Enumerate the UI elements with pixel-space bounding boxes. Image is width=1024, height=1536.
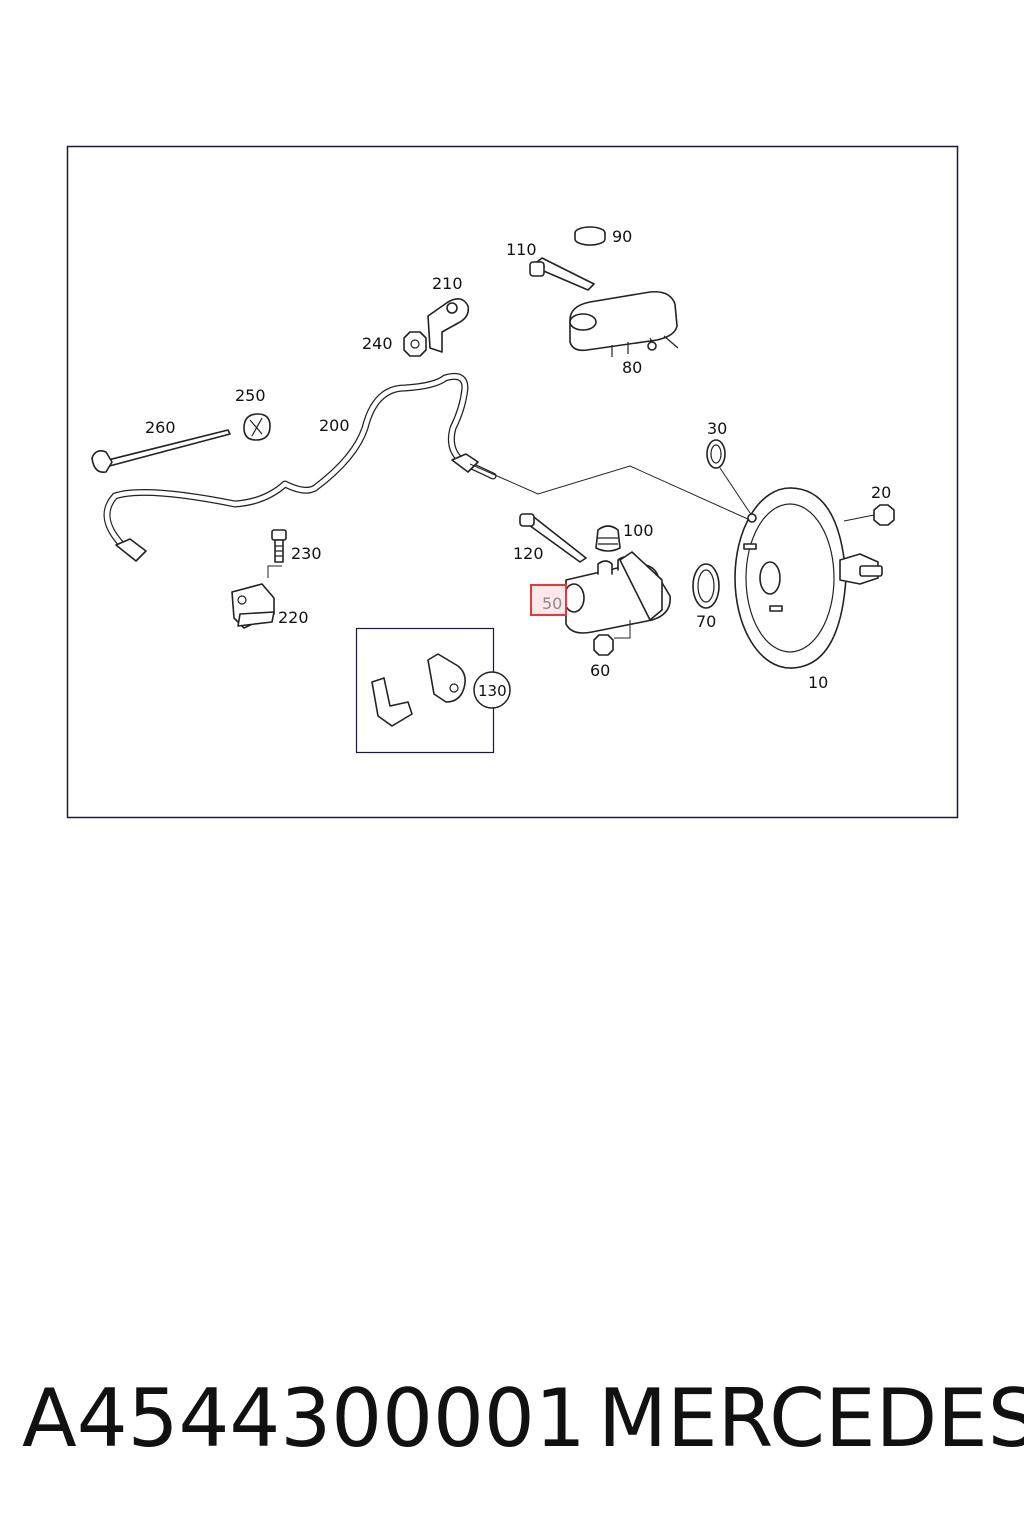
brake-fluid-reservoir (569, 290, 679, 357)
brake-line (103, 372, 497, 562)
callout-120: 120 (513, 544, 544, 563)
part-number: A4544300001 (22, 1372, 586, 1465)
diagram-frame (66, 145, 959, 819)
callout-10: 10 (808, 673, 828, 692)
highlight-box (530, 584, 567, 616)
callout-60: 60 (590, 661, 610, 680)
parts-diagram: 90 110 210 240 80 250 260 200 30 20 100 … (66, 145, 959, 819)
callout-250: 250 (235, 386, 266, 405)
grommet (595, 525, 621, 552)
callout-100: 100 (623, 521, 654, 540)
mount-bracket (231, 565, 282, 629)
pressure-sensor-pin (519, 513, 587, 563)
callout-30: 30 (707, 419, 727, 438)
master-cylinder (563, 551, 671, 639)
line-clip (243, 413, 271, 441)
level-sensor (529, 257, 595, 291)
hex-nut-20 (843, 504, 895, 526)
callout-20: 20 (871, 483, 891, 502)
o-ring (692, 563, 720, 609)
callout-70: 70 (696, 612, 716, 631)
callout-50: 50 (542, 594, 562, 613)
booster-seal (706, 439, 753, 517)
line-bracket (427, 298, 470, 353)
cable-tie (91, 429, 231, 474)
callout-80: 80 (622, 358, 642, 377)
hex-nut-240 (403, 331, 427, 357)
reservoir-cap (574, 226, 606, 246)
bolt-230 (271, 529, 287, 563)
brake-booster (734, 487, 883, 669)
callout-240: 240 (362, 334, 393, 353)
callout-230: 230 (291, 544, 322, 563)
caption: A4544300001 MERCEDES (0, 1372, 1024, 1472)
bracket-inset (355, 627, 511, 754)
hex-nut-60 (593, 634, 614, 656)
callout-200: 200 (319, 416, 350, 435)
callout-130: 130 (478, 682, 507, 700)
callout-110: 110 (506, 240, 537, 259)
callout-90: 90 (612, 227, 632, 246)
callout-220: 220 (278, 608, 309, 627)
callout-260: 260 (145, 418, 176, 437)
brand-name: MERCEDES (598, 1372, 1024, 1465)
callout-210: 210 (432, 274, 463, 293)
